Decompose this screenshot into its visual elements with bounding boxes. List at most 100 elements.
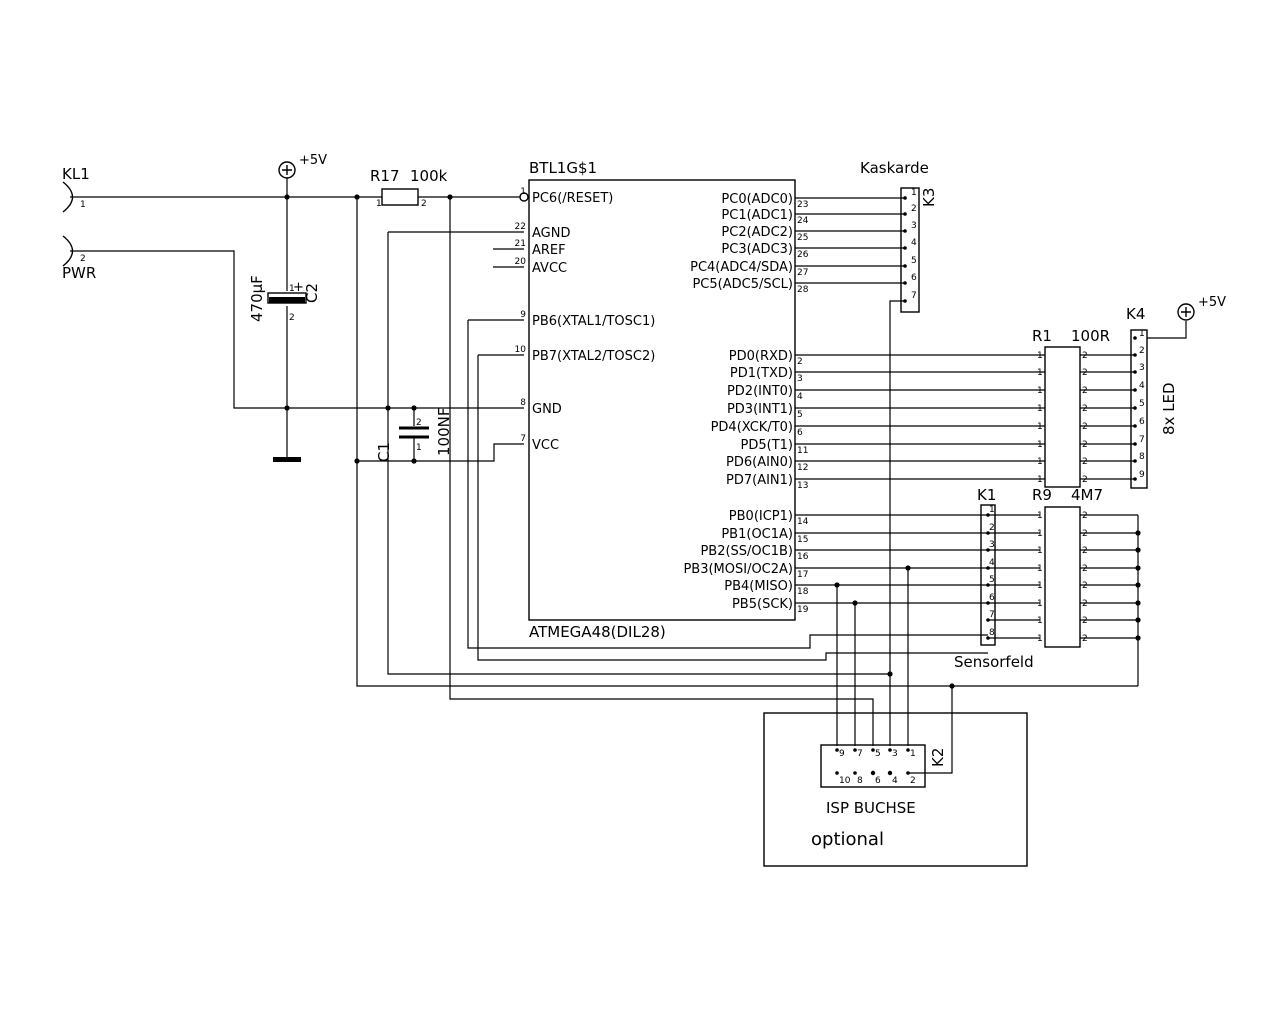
k1-pin-contact [986,618,990,622]
mcu-pin-label: VCC [532,438,559,453]
r17-pin2: 2 [421,199,427,209]
k4-pin-number: 3 [1139,363,1145,373]
kl1-pin: 1 [80,200,86,210]
mcu-pin-number: 2 [797,357,803,367]
k2-pin-contact [888,771,892,775]
k1-pin-number: 5 [989,575,995,585]
mcu-pin-label: PB4(MISO) [724,579,793,594]
k1-name: K1 [977,486,996,504]
r1-pin2-number: 2 [1082,457,1088,467]
mcu-pin-label: PC2(ADC2) [721,225,793,240]
r1-pin1-number: 1 [1037,457,1043,467]
mcu-pin-number: 5 [797,410,803,420]
k3-pin-number: 4 [911,238,917,248]
r17-name: R17 [370,167,400,185]
mcu-pin-number: 27 [797,268,808,278]
r1-pin1-number: 1 [1037,475,1043,485]
r1-pin2-number: 2 [1082,422,1088,432]
c2-pin1: 1 [289,284,295,294]
pwr-label: PWR [62,264,96,282]
c1-pin1: 1 [416,443,422,453]
r1-pin1-number: 1 [1037,386,1043,396]
k3-pin-number: 7 [911,291,917,301]
isp-optional-frame: optional [763,712,1028,867]
mcu-pin-label: AREF [532,243,566,258]
k3-pin-number: 1 [911,188,917,198]
mcu-pin-number: 12 [797,463,808,473]
k3-pin-contact [903,246,907,250]
k2-pin-contact [871,748,875,752]
k3-pin-contact [903,299,907,303]
mcu-pin-label: PD1(TXD) [730,366,793,381]
k2-pin-contact [853,771,857,775]
k4-pin-contact [1133,406,1137,410]
k4-pin-contact [1133,477,1137,481]
c2-polarity: + [293,280,304,295]
k1-pin-number: 3 [989,540,995,550]
k4-pin-contact [1133,336,1137,340]
mcu-left-pins: PC6(/RESET)1AGND22AREF21AVCC20PB6(XTAL1/… [515,187,656,453]
k2-top-pin-number: 3 [892,749,898,759]
k2-pin-contact [888,748,892,752]
mcu-pin-number: 17 [797,570,808,580]
k3-title: Kaskarde [860,159,929,177]
c2-name: C2 [303,283,321,303]
microcontroller-atmega48: BTL1G$1 ATMEGA48(DIL28) PC6(/RESET)1AGND… [515,159,809,641]
r1-pin1-number: 1 [1037,368,1043,378]
ground-symbol [273,457,301,462]
r1-pin2-number: 2 [1082,351,1088,361]
mcu-pin-number: 4 [797,392,803,402]
r1-pin2-number: 2 [1082,440,1088,450]
k1-pin-number: 4 [989,558,995,568]
r9-pin1-number: 1 [1037,599,1043,609]
k1-pin-number: 1 [989,505,995,515]
mcu-pin-label: PD7(AIN1) [726,473,793,488]
k2-pin-contact [871,771,875,775]
mcu-pin-label: PB2(SS/OC1B) [700,544,793,559]
k1-pin-number: 8 [989,628,995,638]
c1-value: 100NF [435,408,453,456]
c2-pin2: 2 [289,313,295,323]
mcu-pin-number: 19 [797,605,809,615]
k4-pin-contact [1133,353,1137,357]
k2-top-pin-number: 1 [910,749,916,759]
k4-pin-number: 6 [1139,417,1145,427]
optional-label: optional [811,829,884,850]
mcu-pin-label: PB1(OC1A) [721,527,793,542]
k4-pin-number: 2 [1139,346,1145,356]
mcu-pin-number: 21 [515,239,526,249]
mcu-pin-label: PC3(ADC3) [721,242,793,257]
mcu-pin-label: PC4(ADC4/SDA) [690,260,793,275]
r9-pin2-number: 2 [1082,599,1088,609]
c2-value: 470µF [248,275,266,322]
k3-pin-contact [903,264,907,268]
k4-pin-number: 8 [1139,452,1145,462]
k2-pin-contact [906,771,910,775]
r1-pin1-number: 1 [1037,351,1043,361]
r9-pin1-number: 1 [1037,634,1043,644]
wires [70,178,1187,774]
k3-name: K3 [920,188,938,207]
mcu-pin-label: PC5(ADC5/SCL) [692,277,793,292]
mcu-pin-label: GND [532,402,562,417]
k1-title: Sensorfeld [954,653,1034,671]
mcu-pin-label: PB3(MOSI/OC2A) [683,562,793,577]
r9-pin1-number: 1 [1037,511,1043,521]
capacitor-c1: C1 100NF 2 1 [375,408,453,462]
k4-pin-number: 7 [1139,435,1145,445]
mcu-pin-label: PC1(ADC1) [721,208,793,223]
resistor-r17: R17 100k 1 2 [370,167,448,209]
r9-pin2-number: 2 [1082,581,1088,591]
r9-value: 4M7 [1071,486,1103,504]
k2-top-pin-number: 7 [857,749,863,759]
k2-bottom-pin-number: 2 [910,776,916,786]
mcu-pin-number: 16 [797,552,809,562]
kl1-label: KL1 [62,165,90,183]
r1-pin2-number: 2 [1082,368,1088,378]
mcu-pin-label: PD5(T1) [741,438,793,453]
